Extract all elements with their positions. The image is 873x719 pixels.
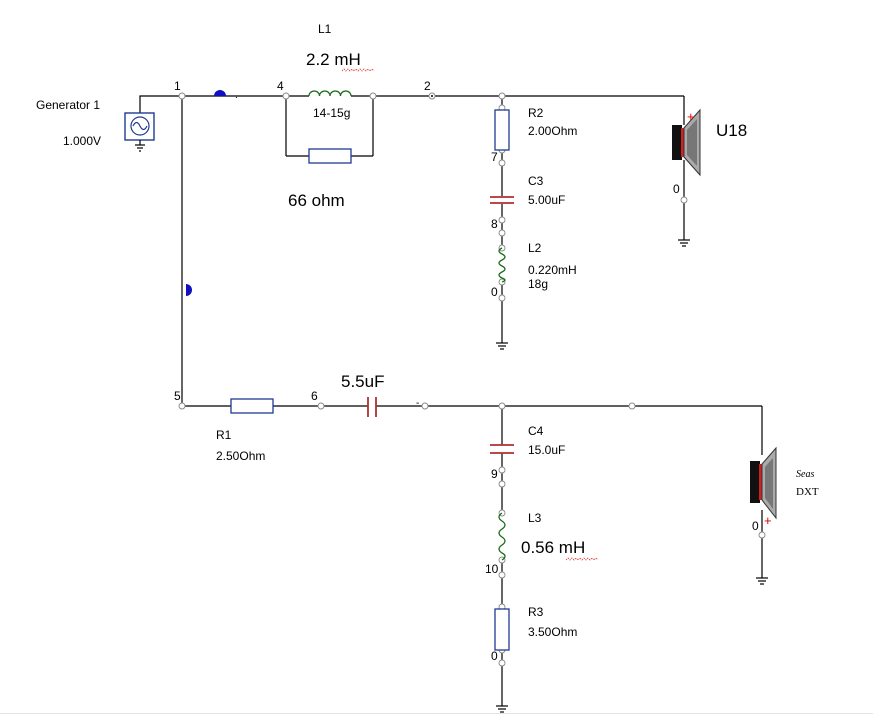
page-bottom-border	[0, 713, 873, 714]
r3-resistor[interactable]	[494, 608, 510, 651]
spellcheck-underline	[565, 557, 599, 561]
node-labels: 1 4 2 7 8 0 5 6 9 10 0	[174, 79, 499, 663]
u18-ground-node: 0	[673, 182, 680, 196]
r1-value: 2.50Ohm	[216, 449, 265, 463]
c3-capacitor[interactable]	[490, 196, 514, 204]
c3-ref: C3	[528, 174, 544, 188]
dxt-plus-sign: +	[764, 513, 772, 528]
l2-gauge: 18g	[528, 277, 548, 291]
generator-source[interactable]	[124, 112, 155, 145]
r3-ref: R3	[528, 605, 544, 619]
node-label: 7	[491, 150, 498, 164]
node-label: 4	[277, 79, 284, 93]
l1-value: 2.2 mH	[306, 50, 361, 69]
l2-inductor[interactable]	[498, 247, 506, 283]
l1-gauge: 14-15g	[313, 106, 350, 120]
speaker-u18-icon[interactable]	[672, 108, 701, 177]
node-label: 0	[491, 285, 498, 299]
l1-ref: L1	[318, 22, 332, 36]
probe-marker-icon	[186, 284, 192, 296]
c4-value: 15.0uF	[528, 443, 565, 457]
spellcheck-underline	[341, 68, 375, 72]
speaker-dxt-icon[interactable]	[750, 446, 777, 520]
series-capacitor[interactable]	[367, 397, 377, 417]
probe-markers	[186, 90, 433, 296]
l1-inductor[interactable]	[308, 90, 352, 97]
ground-symbols	[135, 144, 768, 713]
r1-ref: R1	[216, 428, 232, 442]
probe-marker-icon	[214, 90, 226, 96]
node-label: 2	[424, 79, 431, 93]
u18-name: U18	[716, 121, 747, 140]
node-label: 8	[491, 217, 498, 231]
dxt-model: DXT	[796, 486, 819, 498]
series-capacitor-value: 5.5uF	[341, 372, 384, 391]
parallel-resistor[interactable]	[308, 148, 352, 164]
node-label: 0	[491, 649, 498, 663]
c3-value: 5.00uF	[528, 193, 565, 207]
r2-resistor[interactable]	[494, 109, 510, 151]
u18-plus-sign: +	[687, 109, 695, 124]
dxt-ground-node: 0	[752, 519, 759, 533]
node-dots	[178, 92, 766, 667]
r3-value: 3.50Ohm	[528, 625, 577, 639]
c4-capacitor[interactable]	[490, 444, 514, 454]
node-label: 5	[174, 389, 181, 403]
ground-icon	[135, 144, 145, 152]
l2-ref: L2	[528, 241, 542, 255]
node-label: 10	[485, 562, 499, 576]
l3-value: 0.56 mH	[521, 538, 585, 557]
r2-value: 2.00Ohm	[528, 124, 577, 138]
generator-voltage: 1.000V	[63, 134, 101, 148]
c4-ref: C4	[528, 424, 544, 438]
generator-name: Generator 1	[36, 98, 100, 112]
node-label: 1	[174, 79, 181, 93]
l2-value: 0.220mH	[528, 263, 577, 277]
parallel-resistor-value: 66 ohm	[288, 191, 345, 210]
ground-icon	[756, 577, 768, 585]
marker-dash: -	[416, 398, 419, 409]
r2-ref: R2	[528, 106, 544, 120]
ground-icon	[496, 342, 508, 350]
dxt-brand: Seas	[796, 469, 814, 480]
marker-dot: .	[235, 90, 238, 101]
l3-ref: L3	[528, 511, 542, 525]
ground-icon	[496, 705, 508, 713]
r1-resistor[interactable]	[230, 398, 274, 414]
ground-icon	[678, 238, 690, 247]
l3-inductor[interactable]	[498, 512, 506, 561]
node-label: 9	[491, 467, 498, 481]
node-label: 6	[311, 389, 318, 403]
